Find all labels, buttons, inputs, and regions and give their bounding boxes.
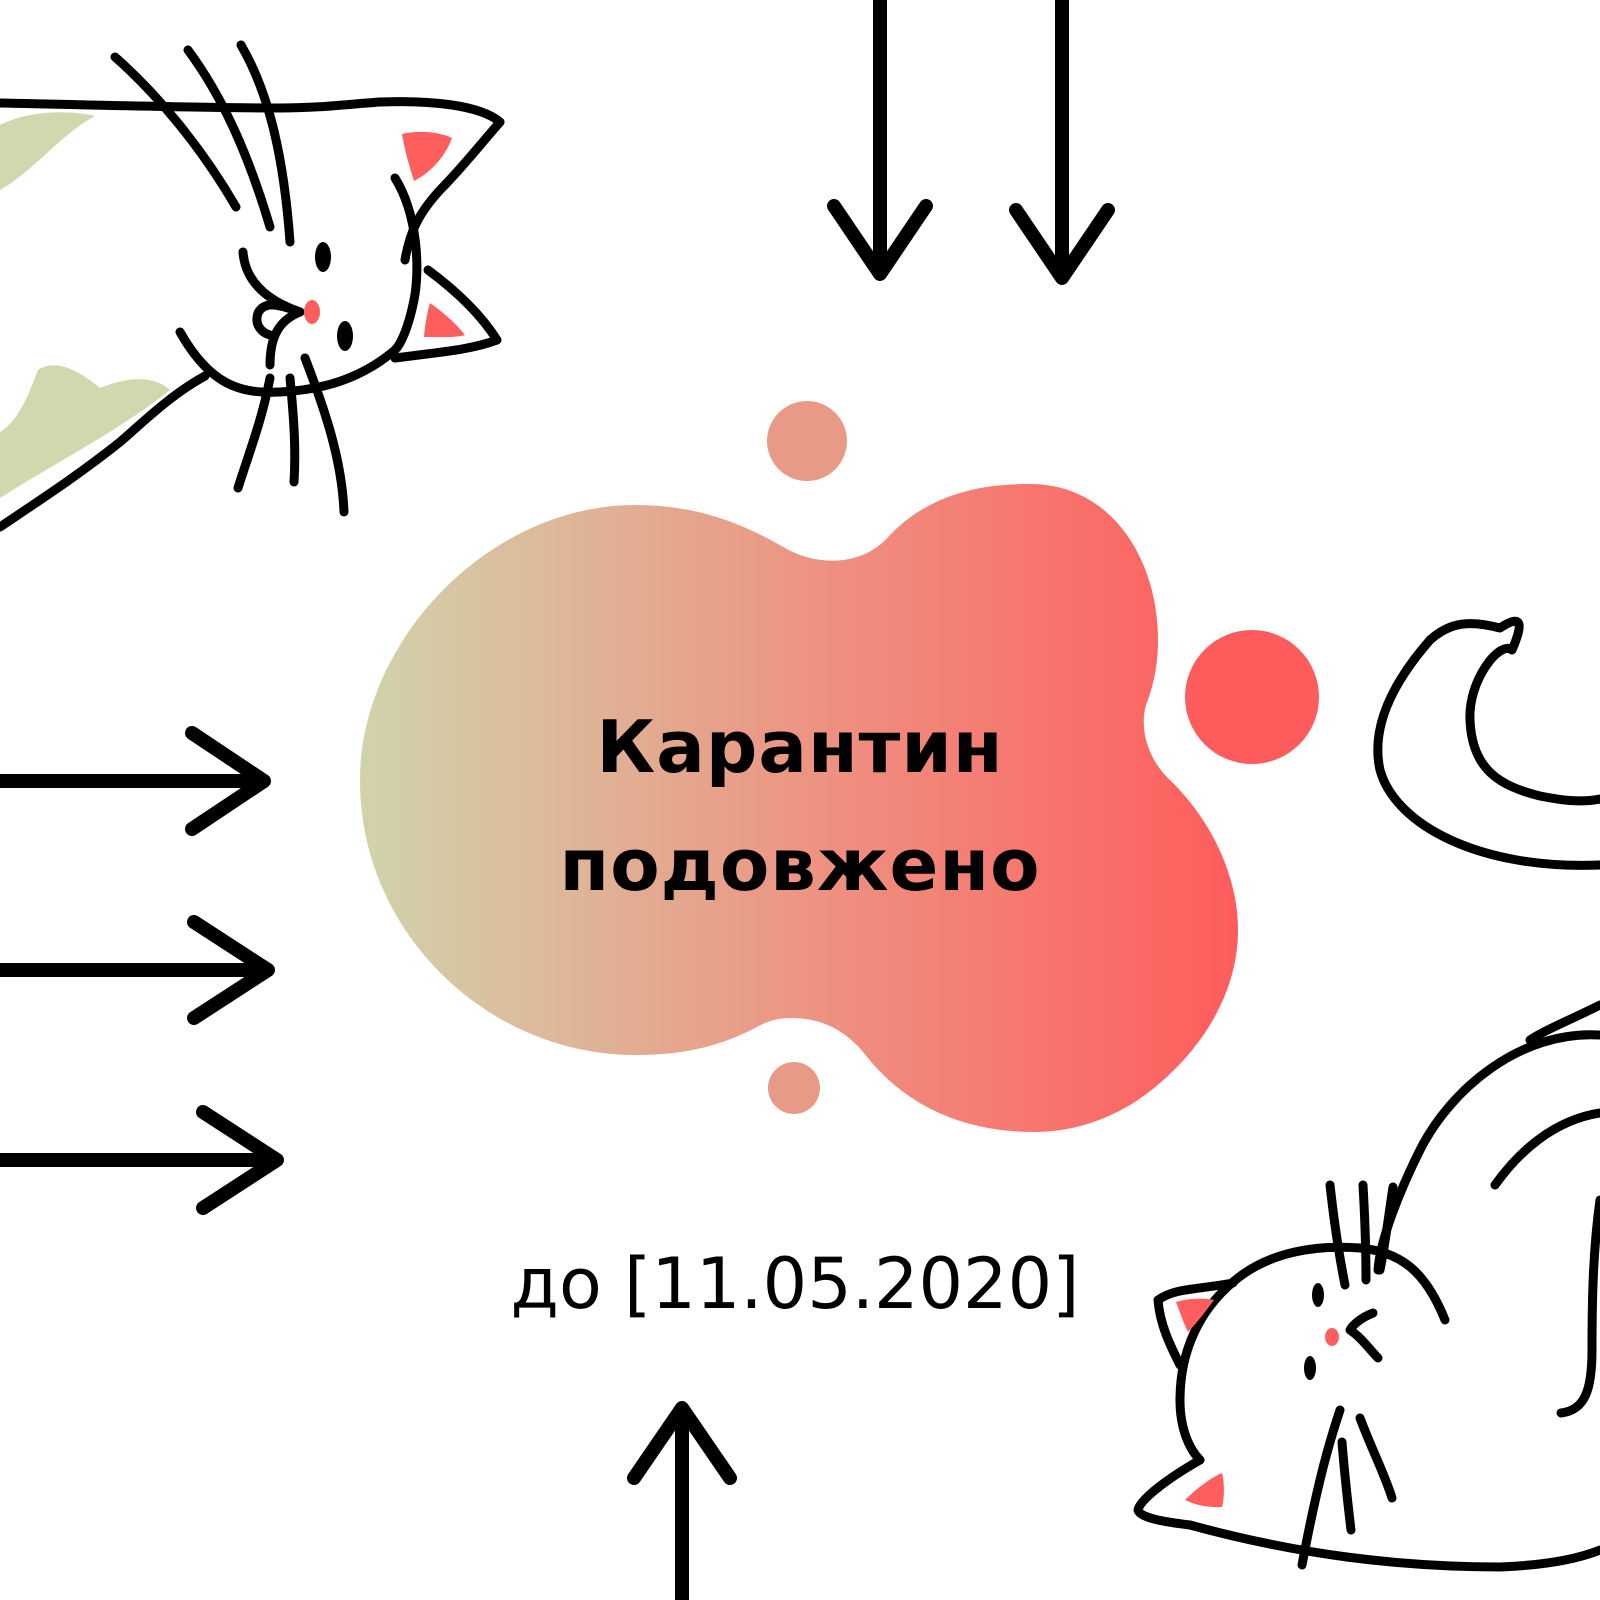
- headline: Карантин подовжено: [400, 688, 1200, 924]
- cat-hanging-illustration: [0, 40, 505, 532]
- extension-date: до [11.05.2020]: [510, 1243, 1080, 1325]
- leaf-top: [0, 112, 95, 190]
- down-arrow-icon: [827, 0, 933, 281]
- cat-lying-illustration: [1133, 616, 1600, 1572]
- large-dot-right: [1185, 630, 1319, 764]
- small-dot-bottom: [768, 1062, 820, 1114]
- up-arrow-icon: [627, 1401, 737, 1600]
- small-dot-top: [767, 401, 847, 481]
- down-arrow-icon: [1009, 0, 1115, 285]
- right-arrow-icon: [0, 1105, 284, 1215]
- right-arrow-icon: [0, 915, 275, 1025]
- headline-line-1: Карантин: [596, 705, 1004, 789]
- gradient-blob: [360, 484, 1238, 1132]
- headline-line-2: подовжено: [559, 823, 1041, 907]
- leaf-bottom: [0, 365, 170, 498]
- right-arrow-icon: [0, 726, 271, 836]
